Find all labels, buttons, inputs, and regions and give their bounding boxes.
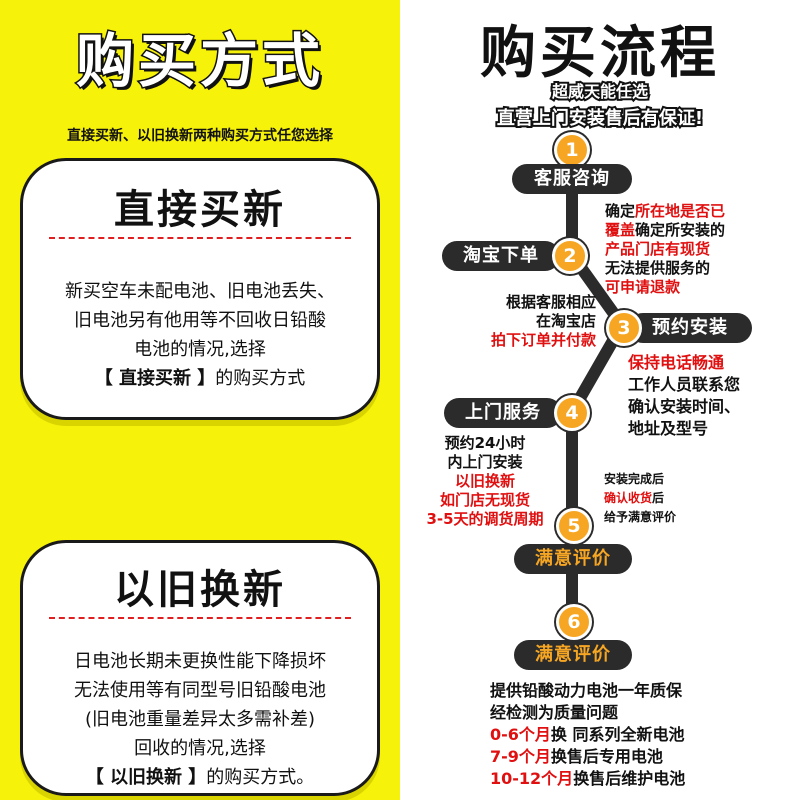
step-4-note: 预约24小时 内上门安装 以旧换新 如门店无现货 3-5天的调货周期 [426,434,544,528]
left-panel: 购买方式 直接买新、以旧换新两种购买方式任您选择 直接买新 新买空车未配电池、旧… [0,0,400,800]
step-2-note: 根据客服相应 在淘宝店 拍下订单并付款 [490,293,596,349]
direct-buy-card: 直接买新 新买空车未配电池、旧电池丢失、 旧电池另有他用等不回收日铅酸 电池的情… [20,158,380,420]
step-1-note: 确定所在地是否已 覆盖确定所安装的 产品门店有现货 无法提供服务的 可申请退款 [605,202,726,296]
step-4-marker: 4 [554,395,590,431]
brand-subtitle: 超威天能任选 [550,80,650,103]
step-6-marker: 6 [556,604,592,640]
purchase-method-title: 购买方式 [74,26,324,97]
trade-in-title: 以旧换新 [114,567,286,613]
step-3-note: 保持电话畅通 工作人员联系您 确认安装时间、 地址及型号 [628,353,741,438]
direct-buy-title: 直接买新 [114,187,286,233]
step-6-label: 满意评价 [514,640,632,670]
step-3-marker: 3 [606,310,642,346]
card-divider [49,617,351,619]
step-2-marker: 2 [552,238,588,274]
trade-in-option: 【 以旧换新 】 [85,767,207,788]
direct-buy-option: 【 直接买新 】 [94,368,216,389]
step-4-label: 上门服务 [444,398,562,428]
direct-buy-description: 新买空车未配电池、旧电池丢失、 旧电池另有他用等不回收日铅酸 电池的情况,选择 … [65,281,335,389]
step-5-note: 安装完成后 确认收货后 给予满意评价 [604,472,677,524]
step-3-label: 预约安装 [628,313,752,343]
trade-in-card: 以旧换新 日电池长期未更换性能下降损坏 无法使用等有同型号旧铅酸电池 (旧电池重… [20,540,380,796]
trade-in-description: 日电池长期未更换性能下降损坏 无法使用等有同型号旧铅酸电池 (旧电池重量差异太多… [74,651,326,788]
step-5-label: 满意评价 [514,544,632,574]
card-divider [49,237,351,239]
warranty-info: 提供铅酸动力电池一年质保 经检测为质量问题 0-6个月换 同系列全新电池 7-9… [490,681,686,788]
step-1-label: 客服咨询 [512,164,632,194]
purchase-method-subtitle: 直接买新、以旧换新两种购买方式任您选择 [67,128,333,144]
right-panel: 购买流程 超威天能任选 直营上门安装售后有保证! 1 客服咨询 确定所在地是否已… [400,0,800,800]
purchase-process-title: 购买流程 [480,21,720,86]
service-subtitle: 直营上门安装售后有保证! [495,106,705,131]
step-1-marker: 1 [554,132,590,168]
step-5-marker: 5 [556,508,592,544]
step-2-label: 淘宝下单 [442,241,560,271]
